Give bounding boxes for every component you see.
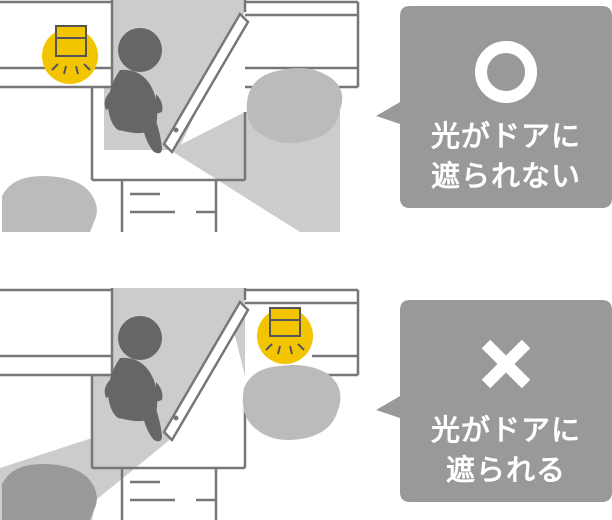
caption-line-1: 光がドアに: [430, 119, 581, 153]
person: [104, 28, 163, 154]
bush-right: [246, 68, 343, 144]
result-caption: 光がドアに 遮られる: [400, 410, 612, 490]
scene-light-blocked: [0, 288, 360, 520]
lamp-box: [55, 25, 87, 57]
caption-line-2: 遮られる: [445, 453, 566, 487]
door: [162, 299, 250, 443]
cross-x-icon: [400, 328, 612, 408]
person: [104, 316, 163, 442]
bush-right: [242, 365, 341, 440]
bush-left: [2, 176, 97, 232]
scene-light-not-blocked: [0, 0, 360, 232]
circle-o-icon: [400, 34, 612, 114]
bush-left: [2, 464, 97, 520]
speech-bubble-ok: 光がドアに 遮られない: [376, 6, 612, 218]
caption-line-1: 光がドアに: [430, 413, 581, 447]
speech-bubble-ng: 光がドアに 遮られる: [376, 300, 612, 512]
door: [162, 11, 250, 155]
lamp-box: [269, 307, 301, 337]
result-caption: 光がドアに 遮られない: [400, 116, 612, 196]
caption-line-2: 遮られない: [430, 159, 581, 193]
